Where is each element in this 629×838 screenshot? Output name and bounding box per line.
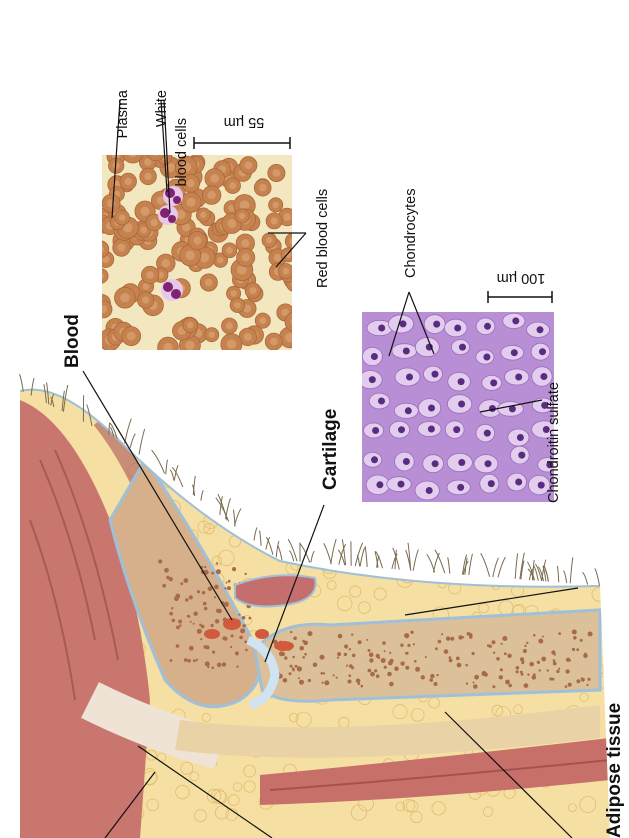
label-plasma: Plasma <box>115 89 131 138</box>
label-white-cells-line2: blood cells <box>174 118 190 187</box>
chondrocyte-nucleus <box>489 405 496 412</box>
cartilage-micrograph <box>359 312 558 502</box>
chondrocyte-nucleus <box>398 426 405 433</box>
chondrocyte-nucleus <box>371 456 378 463</box>
chondrocyte-nucleus <box>512 317 519 324</box>
chondrocyte-nucleus <box>458 459 465 466</box>
chondrocyte-nucleus <box>459 344 466 351</box>
chondrocyte-nucleus <box>428 405 435 412</box>
blood-micrograph <box>91 142 305 358</box>
chondrocyte-nucleus <box>403 348 410 355</box>
chondrocyte-nucleus <box>426 487 433 494</box>
chondrocyte-nucleus <box>454 325 461 332</box>
chondrocyte-nucleus <box>511 349 518 356</box>
scale-label-blood: 55 µm <box>224 114 265 130</box>
red-blood-cell <box>93 269 108 284</box>
chondrocyte-nucleus <box>484 430 491 437</box>
chondrocyte-nucleus <box>400 320 407 327</box>
chondrocyte-nucleus <box>406 374 413 381</box>
chondrocyte-nucleus <box>378 398 385 405</box>
chondrocyte-nucleus <box>372 427 379 434</box>
red-blood-cell <box>285 312 305 332</box>
label-cartilage: Cartilage <box>320 409 341 490</box>
chondrocyte-nucleus <box>518 452 525 459</box>
red-blood-cell <box>147 143 165 161</box>
chondrocyte-nucleus <box>433 321 440 328</box>
chondrocyte-nucleus <box>485 460 492 467</box>
chondrocyte-nucleus <box>515 479 522 486</box>
chondrocyte-nucleus <box>488 480 495 487</box>
chondrocyte-nucleus <box>484 323 491 330</box>
chondrocyte-nucleus <box>371 353 378 360</box>
scale-bar-cartilage: 100 µm <box>488 270 552 303</box>
chondrocyte-nucleus <box>432 371 439 378</box>
chondrocyte-nucleus <box>517 434 524 441</box>
label-blood: Blood <box>62 314 83 368</box>
chondrocyte-nucleus <box>398 481 405 488</box>
red-blood-cell <box>122 142 143 163</box>
chondrocyte-nucleus <box>378 325 385 332</box>
chondrocyte-nucleus <box>376 481 383 488</box>
label-adipose-tissue: Adipose tissue <box>604 703 625 838</box>
blood-vessel <box>255 629 269 639</box>
blood-vessel <box>274 641 294 651</box>
chondrocyte-nucleus <box>428 426 435 433</box>
label-red-blood-cells: Red blood cells <box>315 189 331 288</box>
label-white-cells-line1: White <box>154 90 170 127</box>
chondrocyte-nucleus <box>453 426 460 433</box>
scale-bar-blood: 55 µm <box>194 114 290 149</box>
blood-vessel <box>204 629 220 639</box>
lower-bone <box>255 610 600 701</box>
chondrocyte-nucleus <box>432 460 439 467</box>
chondrocyte-nucleus <box>483 354 490 361</box>
label-chondrocytes: Chondrocytes <box>403 189 419 278</box>
chondrocyte-nucleus <box>540 373 547 380</box>
chondrocyte-nucleus <box>490 379 497 386</box>
chondrocyte-nucleus <box>515 374 522 381</box>
label-chondroitin-sulfate: Chondroitin sulfate <box>546 382 562 503</box>
scale-label-cartilage: 100 µm <box>497 270 546 286</box>
chondrocyte-nucleus <box>457 484 464 491</box>
chondrocyte-nucleus <box>458 401 465 408</box>
red-blood-cell <box>91 241 109 259</box>
chondrocyte-nucleus <box>405 407 412 414</box>
chondrocyte-nucleus <box>403 458 410 465</box>
chondrocyte-nucleus <box>539 348 546 355</box>
chondrocyte-nucleus <box>537 326 544 333</box>
chondrocyte-nucleus <box>538 482 545 489</box>
chondrocyte-nucleus <box>458 378 465 385</box>
chondrocyte-nucleus <box>369 376 376 383</box>
